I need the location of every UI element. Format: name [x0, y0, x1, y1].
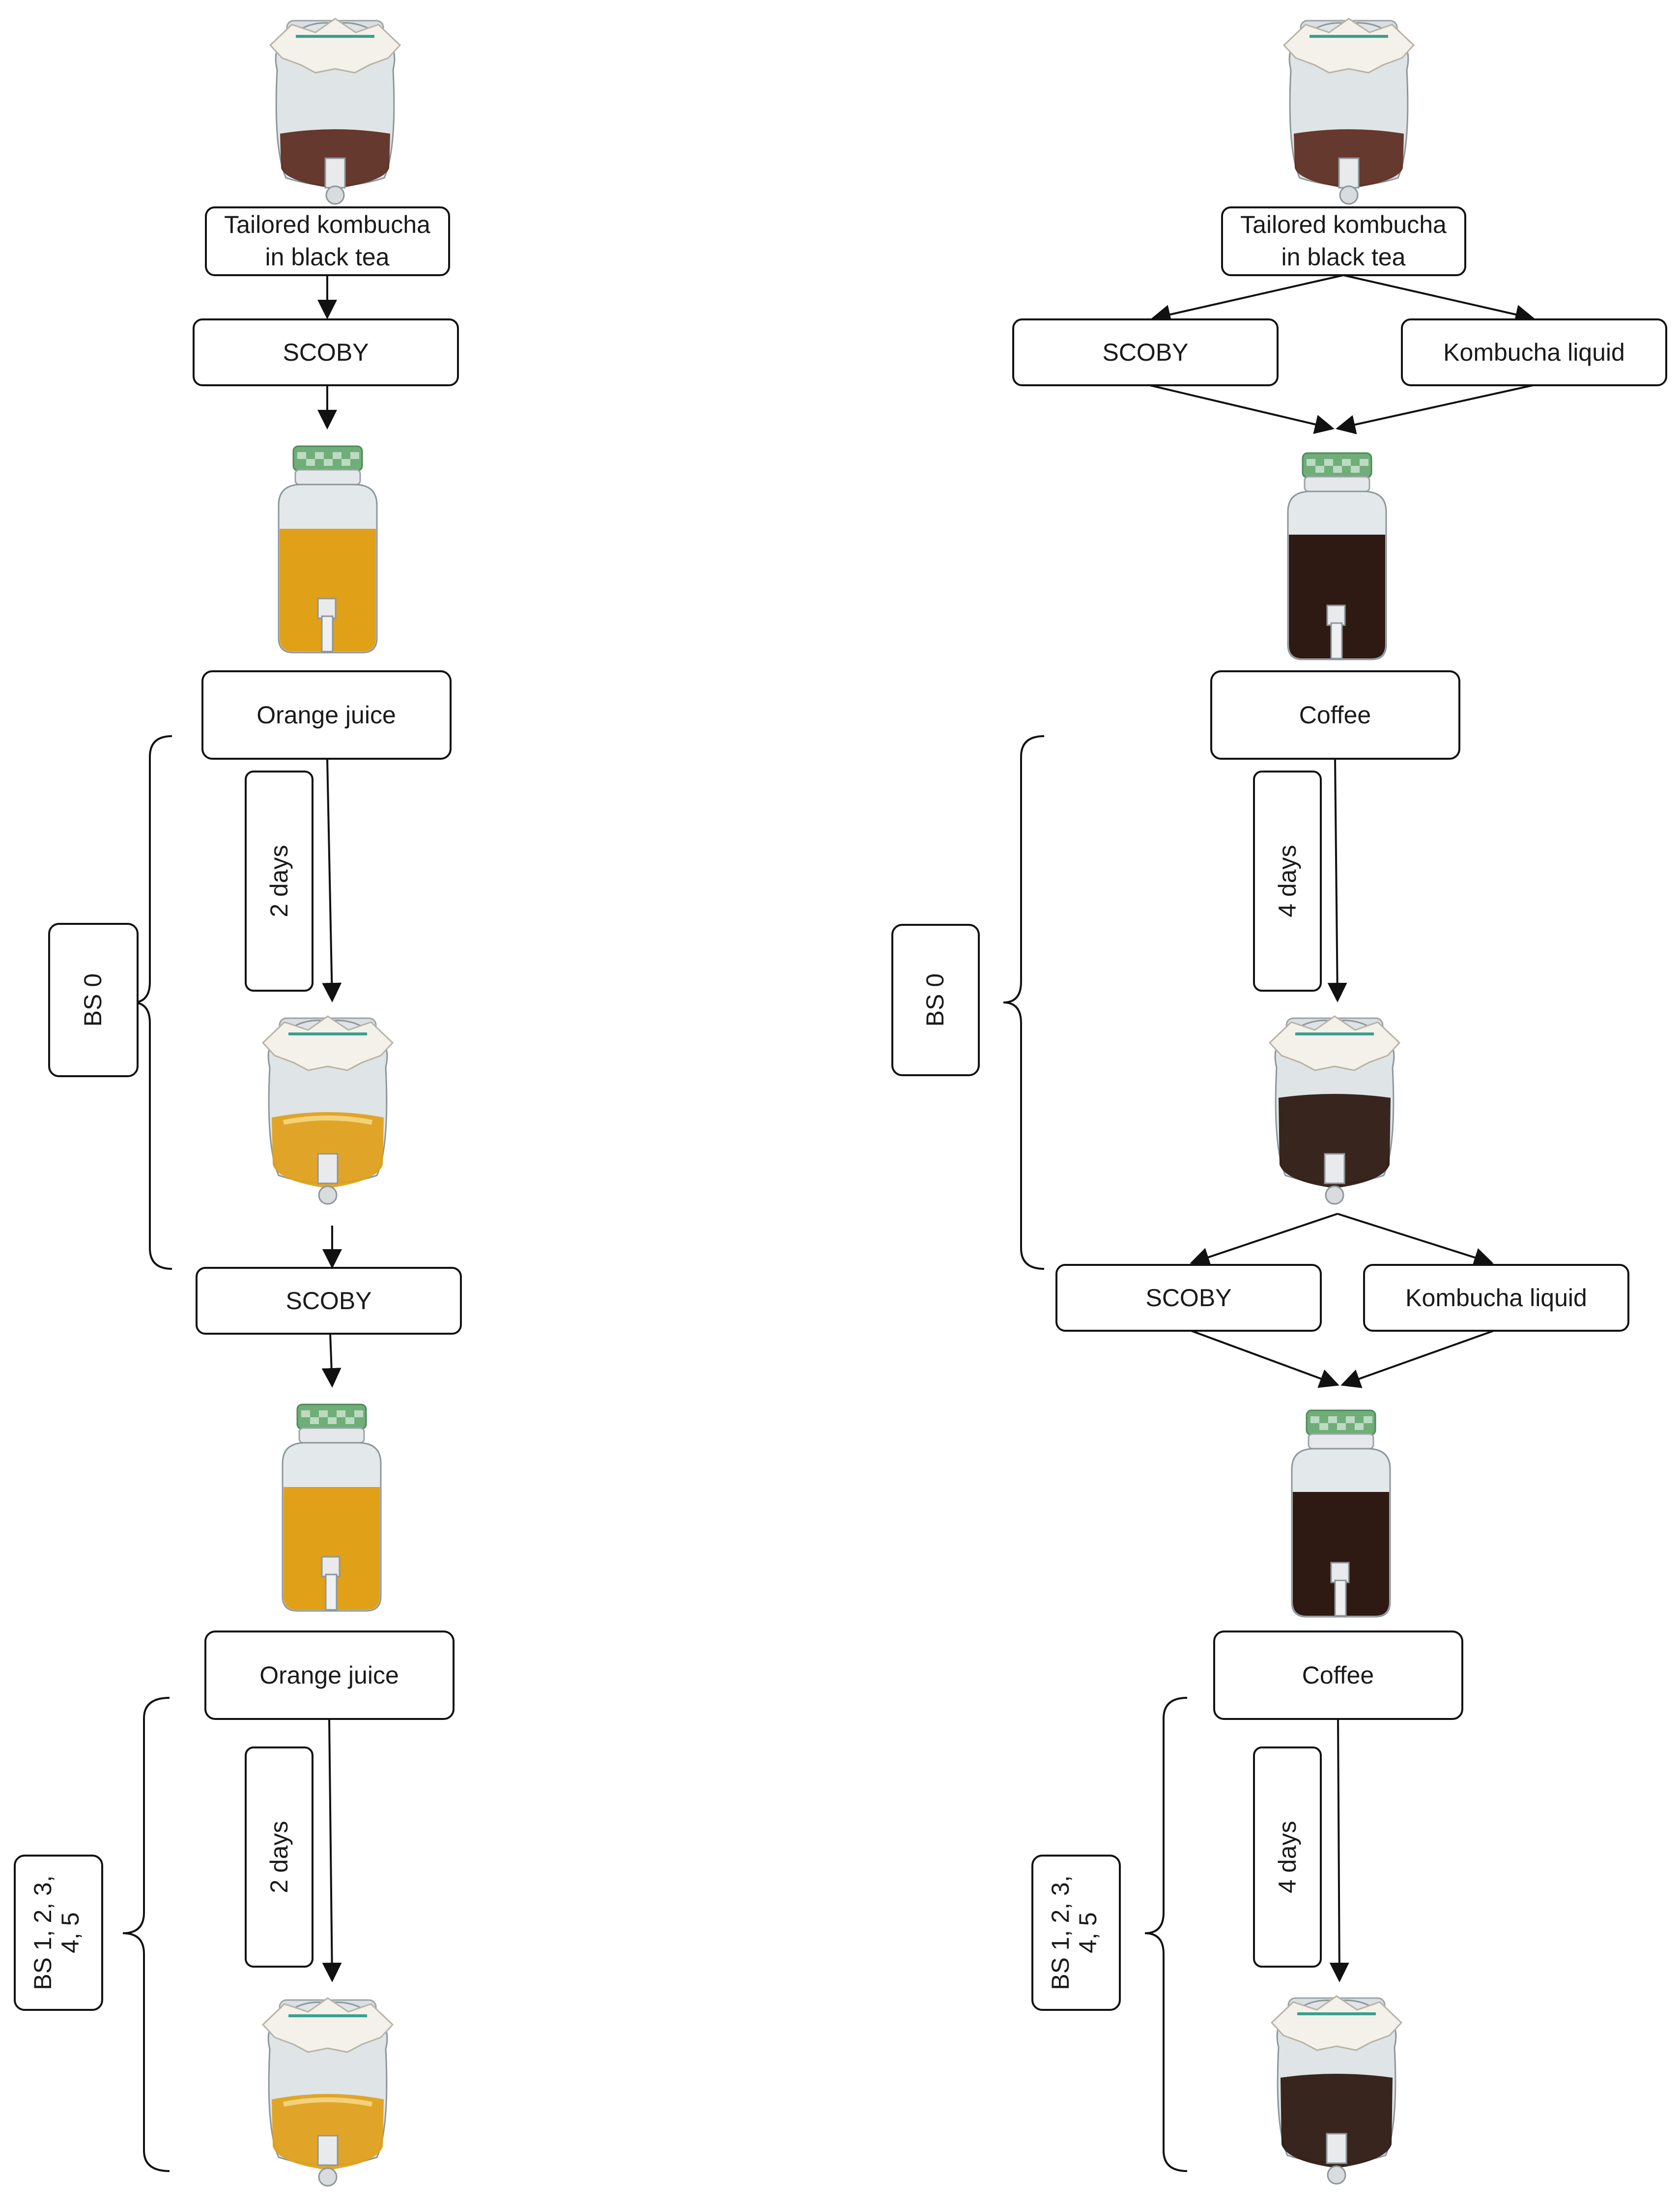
- bs-later-label-right-line2: 4, 5: [1074, 1912, 1102, 1953]
- duration-label-right-1: 4 days: [1274, 845, 1301, 917]
- duration-box-left-1: [245, 771, 313, 992]
- bs-later-box-left: [14, 1855, 103, 2011]
- scoby-label-right-2: SCOBY: [1145, 1284, 1231, 1312]
- bs-later-brace-left: [122, 1697, 170, 2172]
- orange-juice-jar-left-2: [282, 1403, 382, 1612]
- duration-label-left-2: 2 days: [265, 1821, 293, 1893]
- bs-later-label-left-line2: 4, 5: [57, 1912, 84, 1953]
- bs0-box-right: [891, 924, 980, 1076]
- coffee-jar-right-2: [1291, 1409, 1391, 1618]
- orange-kombucha-jar-left-2: [263, 1998, 393, 2187]
- orange-juice-jar-left-1: [278, 445, 378, 654]
- right-column: Tailored kombucha in black tea SCOBY Kom…: [891, 19, 1667, 2185]
- duration-box-left-2: [245, 1746, 313, 1968]
- kombucha-liquid-box-right-1: [1401, 318, 1667, 386]
- scoby-label-left-1: SCOBY: [283, 339, 369, 366]
- black-tea-kombucha-jar-right: [1284, 19, 1414, 205]
- kombucha-liquid-label-right-2: Kombucha liquid: [1405, 1284, 1587, 1312]
- bs0-label-left: BS 0: [79, 973, 107, 1027]
- scoby-box-right-2: [1055, 1264, 1322, 1332]
- bs-later-box-right: [1031, 1855, 1121, 2011]
- coffee-label-right-2: Coffee: [1302, 1661, 1374, 1689]
- bs0-brace-right: [1003, 735, 1045, 1270]
- orange-juice-label-left-2: Orange juice: [259, 1661, 399, 1689]
- duration-box-right-1: [1253, 771, 1322, 992]
- bs-later-label-right-line1: BS 1, 2, 3,: [1047, 1875, 1074, 1990]
- scoby-box-left-2: [196, 1267, 462, 1335]
- tailored-kombucha-label-right-line1: Tailored kombucha: [1240, 211, 1447, 238]
- tailored-kombucha-label-right-line2: in black tea: [1281, 243, 1406, 271]
- coffee-kombucha-jar-right-1: [1270, 1016, 1399, 1205]
- coffee-label-right-1: Coffee: [1299, 701, 1371, 729]
- coffee-kombucha-jar-right-2: [1272, 1996, 1401, 2185]
- scoby-box-right-1: [1012, 318, 1279, 386]
- duration-label-right-2: 4 days: [1274, 1821, 1301, 1893]
- scoby-label-left-2: SCOBY: [285, 1287, 371, 1315]
- orange-juice-box-left-1: [201, 670, 452, 760]
- duration-box-right-2: [1253, 1746, 1322, 1968]
- kombucha-liquid-box-right-2: [1363, 1264, 1629, 1332]
- orange-kombucha-jar-left-1: [263, 1016, 393, 1205]
- scoby-box-left-1: [193, 318, 459, 386]
- bs-later-brace-right: [1144, 1697, 1188, 2172]
- left-column: Tailored kombucha in black tea SCOBY Ora…: [14, 19, 462, 2187]
- kombucha-liquid-label-right-1: Kombucha liquid: [1443, 339, 1625, 366]
- bs0-label-right: BS 0: [921, 973, 949, 1027]
- scoby-label-right-1: SCOBY: [1102, 339, 1188, 366]
- bs-later-label-left-line1: BS 1, 2, 3,: [29, 1875, 57, 1990]
- duration-label-left-1: 2 days: [265, 845, 293, 917]
- tailored-kombucha-label-left-line1: Tailored kombucha: [224, 211, 430, 238]
- black-tea-kombucha-jar-left: [270, 19, 400, 205]
- coffee-jar-right-1: [1287, 452, 1387, 660]
- orange-juice-label-left-1: Orange juice: [256, 701, 396, 729]
- bs0-box-left: [48, 923, 139, 1077]
- tailored-kombucha-label-left-line2: in black tea: [265, 243, 390, 271]
